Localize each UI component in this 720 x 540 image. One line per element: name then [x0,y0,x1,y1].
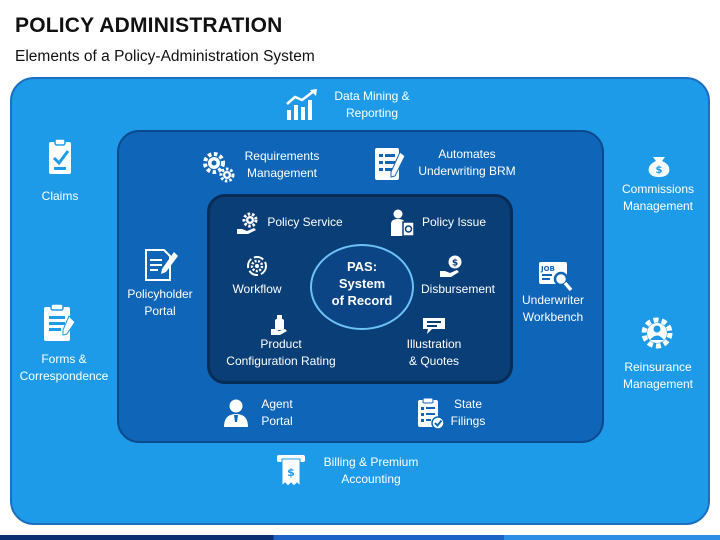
chart-icon [286,89,317,120]
svg-text:$: $ [656,165,663,176]
svg-text:$: $ [287,466,295,479]
clipboard-list-icon [44,303,76,341]
person-icon [224,399,248,427]
clipboard-check-icon [49,138,71,174]
receipt-icon: $ [277,455,305,488]
pas-circle [310,244,414,330]
gears-icon [203,152,235,183]
hand-bottle-icon [271,315,287,335]
job-search-icon: JOB [539,262,573,292]
workflow-label: Workflow [232,282,282,296]
policy-service-label: Policy Service [267,215,343,229]
cog-circle-icon [247,256,267,276]
chat-icon [423,318,445,334]
disbursement-label: Disbursement [420,282,496,296]
svg-text:JOB: JOB [540,265,555,273]
document-pen-icon [375,148,406,180]
data-mining-label: Data Mining &Reporting [334,89,410,120]
checklist-icon [418,397,445,430]
claims-label: Claims [41,189,79,203]
hand-gear-icon [237,212,258,234]
illustration-label: Illustration& Quotes [406,337,462,368]
gear-person-icon [641,317,673,349]
person-doc-icon [391,209,415,237]
svg-text:$: $ [452,259,458,269]
forms-label: Forms &Correspondence [19,352,109,383]
footer-bar [0,535,720,540]
page-title: POLICY ADMINISTRATION [15,14,283,37]
pas-label: PAS: System of Record [331,259,393,308]
page-subtitle: Elements of a Policy-Administration Syst… [15,48,315,65]
money-bag-icon: $ [648,157,670,177]
policy-issue-label: Policy Issue [421,215,487,229]
pen-document-icon [145,249,178,281]
hand-coin-icon: $ [440,255,462,277]
